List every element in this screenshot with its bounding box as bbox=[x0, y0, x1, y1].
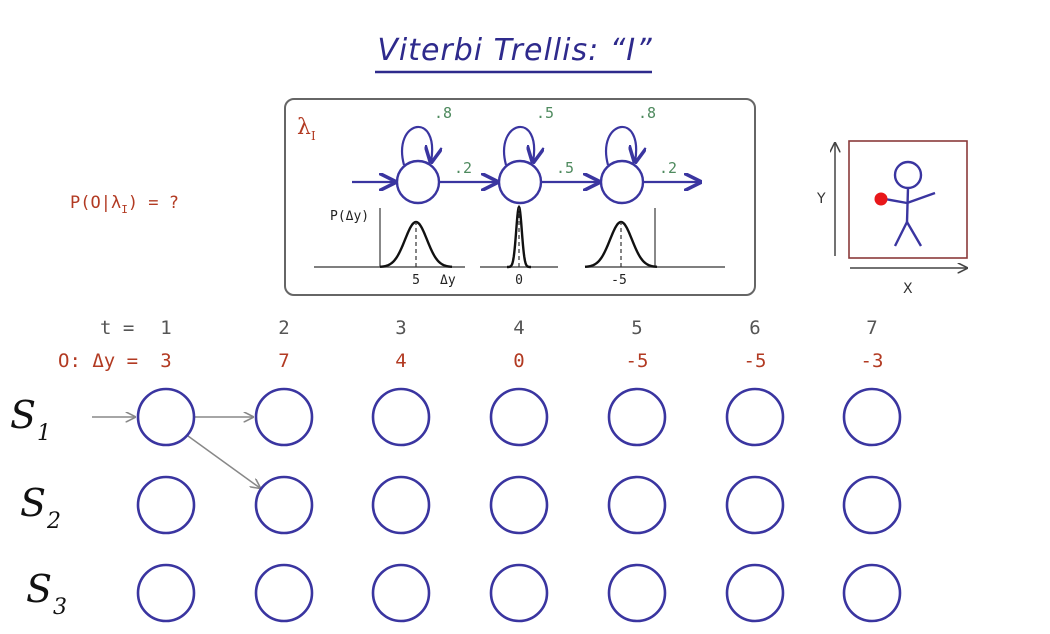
time-prefix: t = bbox=[100, 317, 134, 339]
trans-prob-3: .2 bbox=[659, 159, 677, 177]
time-label: 7 bbox=[866, 317, 877, 339]
model-box bbox=[284, 98, 756, 296]
density-xlabel: Δy bbox=[440, 273, 456, 288]
trellis-node bbox=[725, 475, 785, 535]
scene-x-label: X bbox=[903, 281, 913, 297]
hand-dot bbox=[874, 192, 888, 206]
scene-y-label: Y bbox=[816, 191, 826, 207]
state-label-3: S3 bbox=[26, 567, 67, 620]
scene-frame bbox=[848, 140, 968, 259]
trellis-node bbox=[136, 387, 196, 447]
observation-value: -5 bbox=[626, 350, 649, 372]
mean-label-3: -5 bbox=[611, 273, 627, 288]
figure-right-leg bbox=[905, 221, 923, 247]
trellis-node bbox=[371, 387, 431, 447]
trellis-node bbox=[489, 475, 549, 535]
observation-value: 0 bbox=[513, 350, 524, 372]
figure-body bbox=[905, 187, 910, 223]
self-prob-3: .8 bbox=[638, 104, 656, 122]
time-label: 3 bbox=[395, 317, 406, 339]
hmm-state-2 bbox=[497, 159, 543, 205]
figure-left-arm bbox=[884, 197, 908, 205]
trellis-node bbox=[607, 563, 667, 623]
time-label: 2 bbox=[278, 317, 289, 339]
state-label-2: S2 bbox=[20, 481, 61, 534]
trellis-node bbox=[725, 563, 785, 623]
trellis-node bbox=[136, 475, 196, 535]
emission-densities: P(Δy) Δy 5 0 -5 bbox=[314, 204, 725, 288]
time-labels: 1 2 3 4 5 6 7 bbox=[160, 317, 877, 339]
model-lambda: λI bbox=[297, 115, 316, 143]
time-label: 5 bbox=[631, 317, 642, 339]
figure-head bbox=[893, 160, 923, 190]
gesture-scene: Y X bbox=[816, 140, 968, 297]
state-labels: S1 S2 S3 bbox=[10, 393, 67, 620]
gaussian-curve-2 bbox=[507, 204, 531, 269]
density-ylabel: P(Δy) bbox=[330, 209, 369, 224]
trellis-node bbox=[842, 475, 902, 535]
observation-value: -3 bbox=[861, 350, 884, 372]
self-loop-3 bbox=[605, 125, 636, 166]
obs-prefix: O: Δy = bbox=[58, 350, 138, 372]
trellis-node bbox=[254, 475, 314, 535]
mean-label-2: 0 bbox=[515, 273, 523, 288]
hmm-chain: .8 .5 .8 .2 .5 .2 bbox=[352, 104, 700, 205]
trellis-node bbox=[607, 475, 667, 535]
self-prob-2: .5 bbox=[536, 104, 554, 122]
observation-labels: 3 7 4 0 -5 -5 -3 bbox=[160, 350, 883, 372]
trellis-node bbox=[136, 563, 196, 623]
time-label: 6 bbox=[749, 317, 760, 339]
trellis-node bbox=[254, 563, 314, 623]
observation-value: 4 bbox=[395, 350, 406, 372]
figure-right-arm bbox=[906, 191, 936, 205]
hmm-state-1 bbox=[395, 159, 441, 205]
likelihood-question: P(O|λI) = ? bbox=[70, 193, 179, 216]
trellis-node bbox=[371, 563, 431, 623]
state-label-1: S1 bbox=[10, 393, 51, 446]
trans-prob-2: .5 bbox=[556, 159, 574, 177]
trellis-node bbox=[489, 563, 549, 623]
trellis-node bbox=[725, 387, 785, 447]
trellis-node bbox=[489, 387, 549, 447]
trellis-node bbox=[371, 475, 431, 535]
trellis-grid bbox=[136, 387, 902, 623]
mean-label-1: 5 bbox=[412, 273, 420, 288]
observation-value: 7 bbox=[278, 350, 289, 372]
trellis-node bbox=[842, 387, 902, 447]
self-prob-1: .8 bbox=[434, 104, 452, 122]
hmm-state-3 bbox=[599, 159, 645, 205]
trellis-node bbox=[254, 387, 314, 447]
self-loop-2 bbox=[503, 125, 534, 166]
self-loop-1 bbox=[401, 125, 432, 166]
stick-figure bbox=[884, 160, 936, 247]
trellis-arrow-s1-s2 bbox=[187, 435, 260, 488]
trellis-arrows bbox=[92, 417, 260, 488]
time-label: 1 bbox=[160, 317, 171, 339]
observation-value: -5 bbox=[744, 350, 767, 372]
page-title: Viterbi Trellis: “I” bbox=[377, 33, 652, 68]
figure-left-leg bbox=[893, 221, 909, 247]
observation-value: 3 bbox=[160, 350, 171, 372]
trellis-node bbox=[607, 387, 667, 447]
trellis-node bbox=[842, 563, 902, 623]
time-label: 4 bbox=[513, 317, 524, 339]
trans-prob-1: .2 bbox=[454, 159, 472, 177]
